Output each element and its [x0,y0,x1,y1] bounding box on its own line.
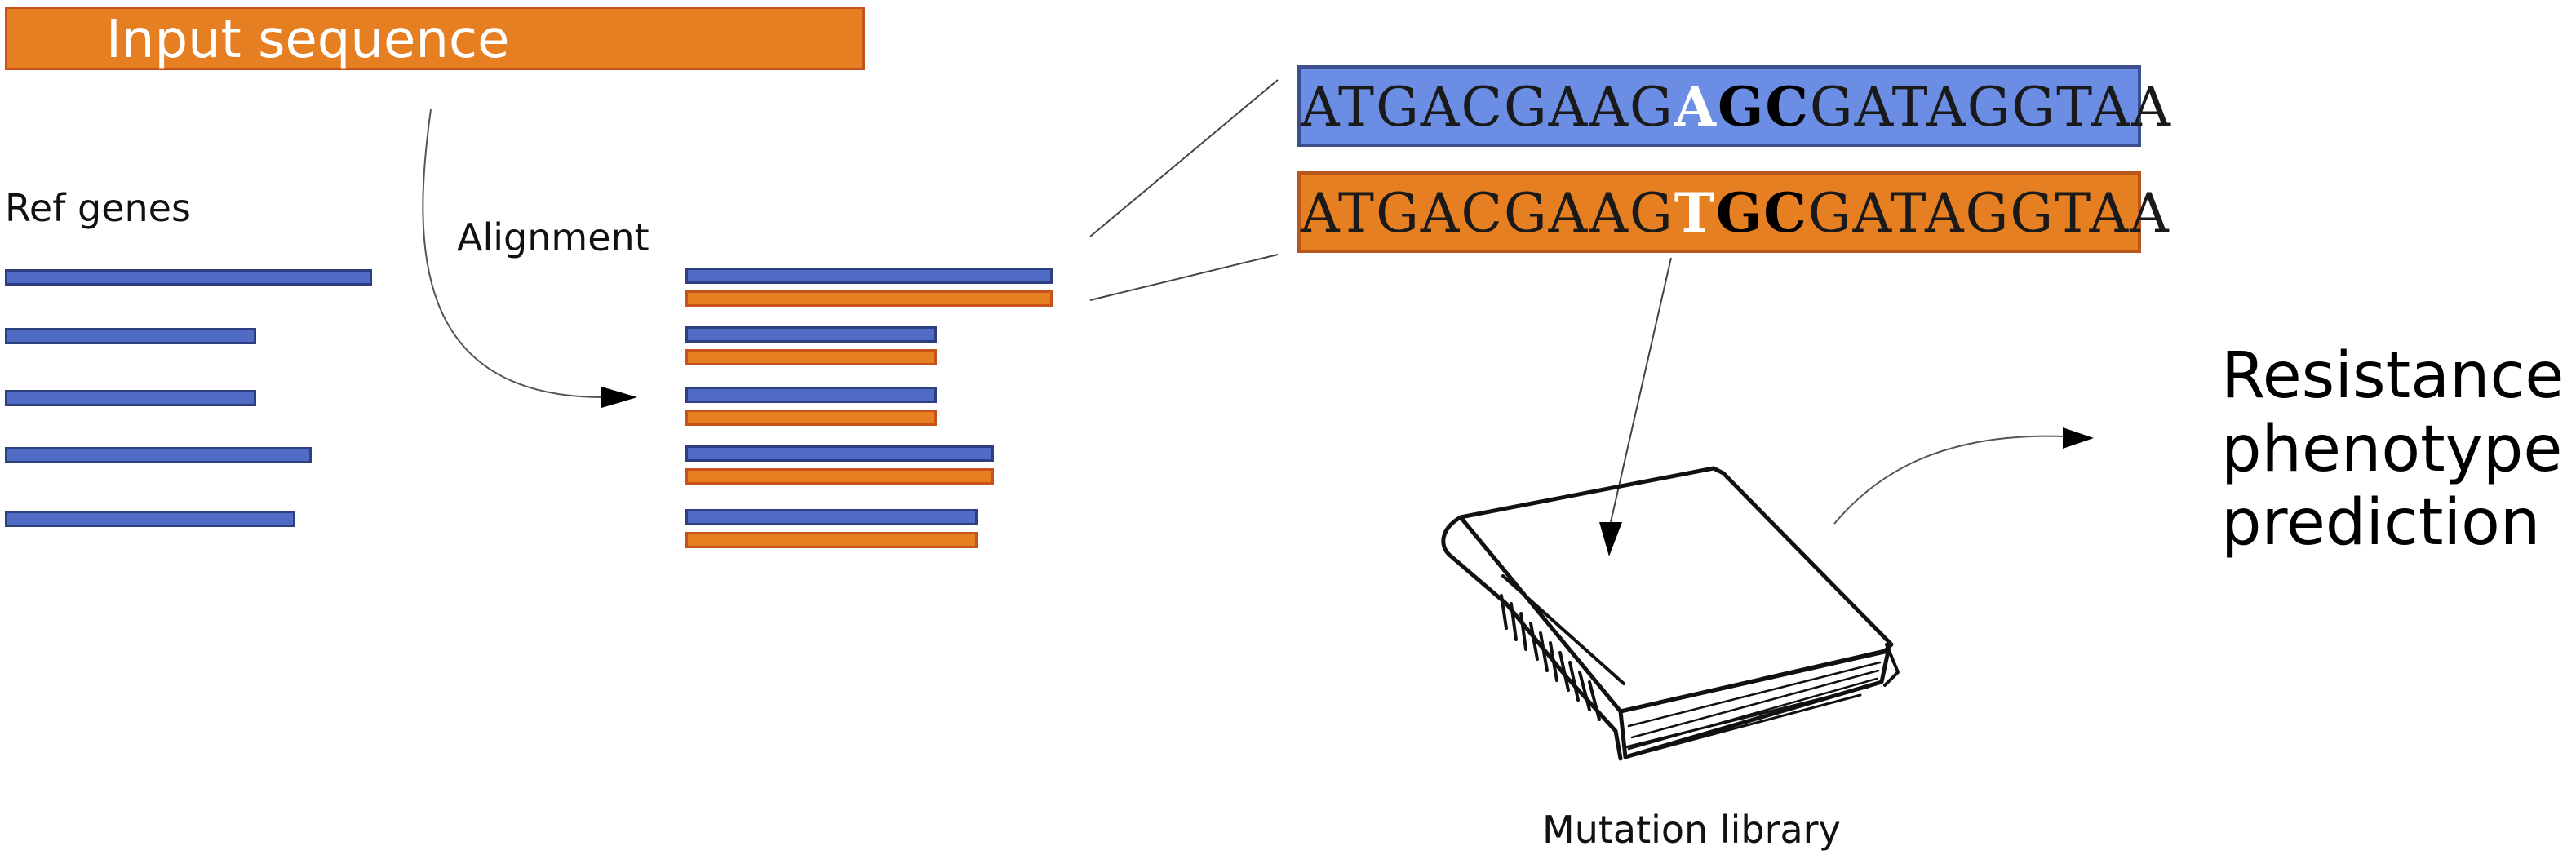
library-arrowhead [1599,522,1622,556]
query-codon-bases: GC [1715,181,1808,245]
result-line-2: phenotype [2221,413,2563,486]
aligned-ref-bar [685,326,937,343]
input-sequence-label: Input sequence [106,10,510,70]
ref-gene-bar [5,447,312,463]
book-icon [1441,466,1900,761]
reference-sequence-prefix: ATGACGAAG [1301,76,1674,139]
resistance-prediction-text: Resistance phenotype prediction [2221,339,2564,560]
aligned-query-bar [685,532,978,548]
sequence-to-library-line [1610,257,1672,523]
ref-gene-bar [5,390,256,406]
zoom-line-bottom [1089,254,1279,301]
mutation-library-label: Mutation library [1542,808,1841,852]
ref-gene-bar [5,511,295,527]
ref-gene-bar [5,328,256,344]
reference-mutation-base: A [1674,75,1718,139]
aligned-query-bar [685,410,937,426]
result-arrowhead [2063,427,2094,449]
aligned-query-bar [685,468,994,485]
reference-sequence-suffix: GATAGGTAA [1809,76,2172,139]
aligned-query-bar [685,290,1053,307]
aligned-ref-bar [685,509,978,525]
query-sequence-suffix: GATAGGTAA [1807,182,2170,245]
zoom-line-top [1089,79,1279,237]
alignment-label: Alignment [457,215,650,259]
ref-gene-bar [5,269,372,286]
result-line-3: prediction [2221,486,2541,560]
input-to-alignment-arrow [422,108,605,398]
aligned-ref-bar [685,445,994,462]
result-line-1: Resistance [2221,339,2565,413]
query-sequence-prefix: ATGACGAAG [1301,182,1674,245]
ref-genes-label: Ref genes [5,186,191,230]
query-sequence-box: ATGACGAAGTGCGATAGGTAA [1297,171,2169,253]
alignment-arrowhead [601,387,637,408]
reference-codon-bases: GC [1717,75,1810,139]
library-to-result-arrow [1833,435,2065,525]
aligned-query-bar [685,349,937,365]
aligned-ref-bar [685,268,1053,284]
query-mutation-base: T [1674,181,1716,245]
aligned-ref-bar [685,387,937,403]
input-sequence-box [5,7,865,70]
reference-sequence-box: ATGACGAAGAGCGATAGGTAA [1297,65,2170,147]
